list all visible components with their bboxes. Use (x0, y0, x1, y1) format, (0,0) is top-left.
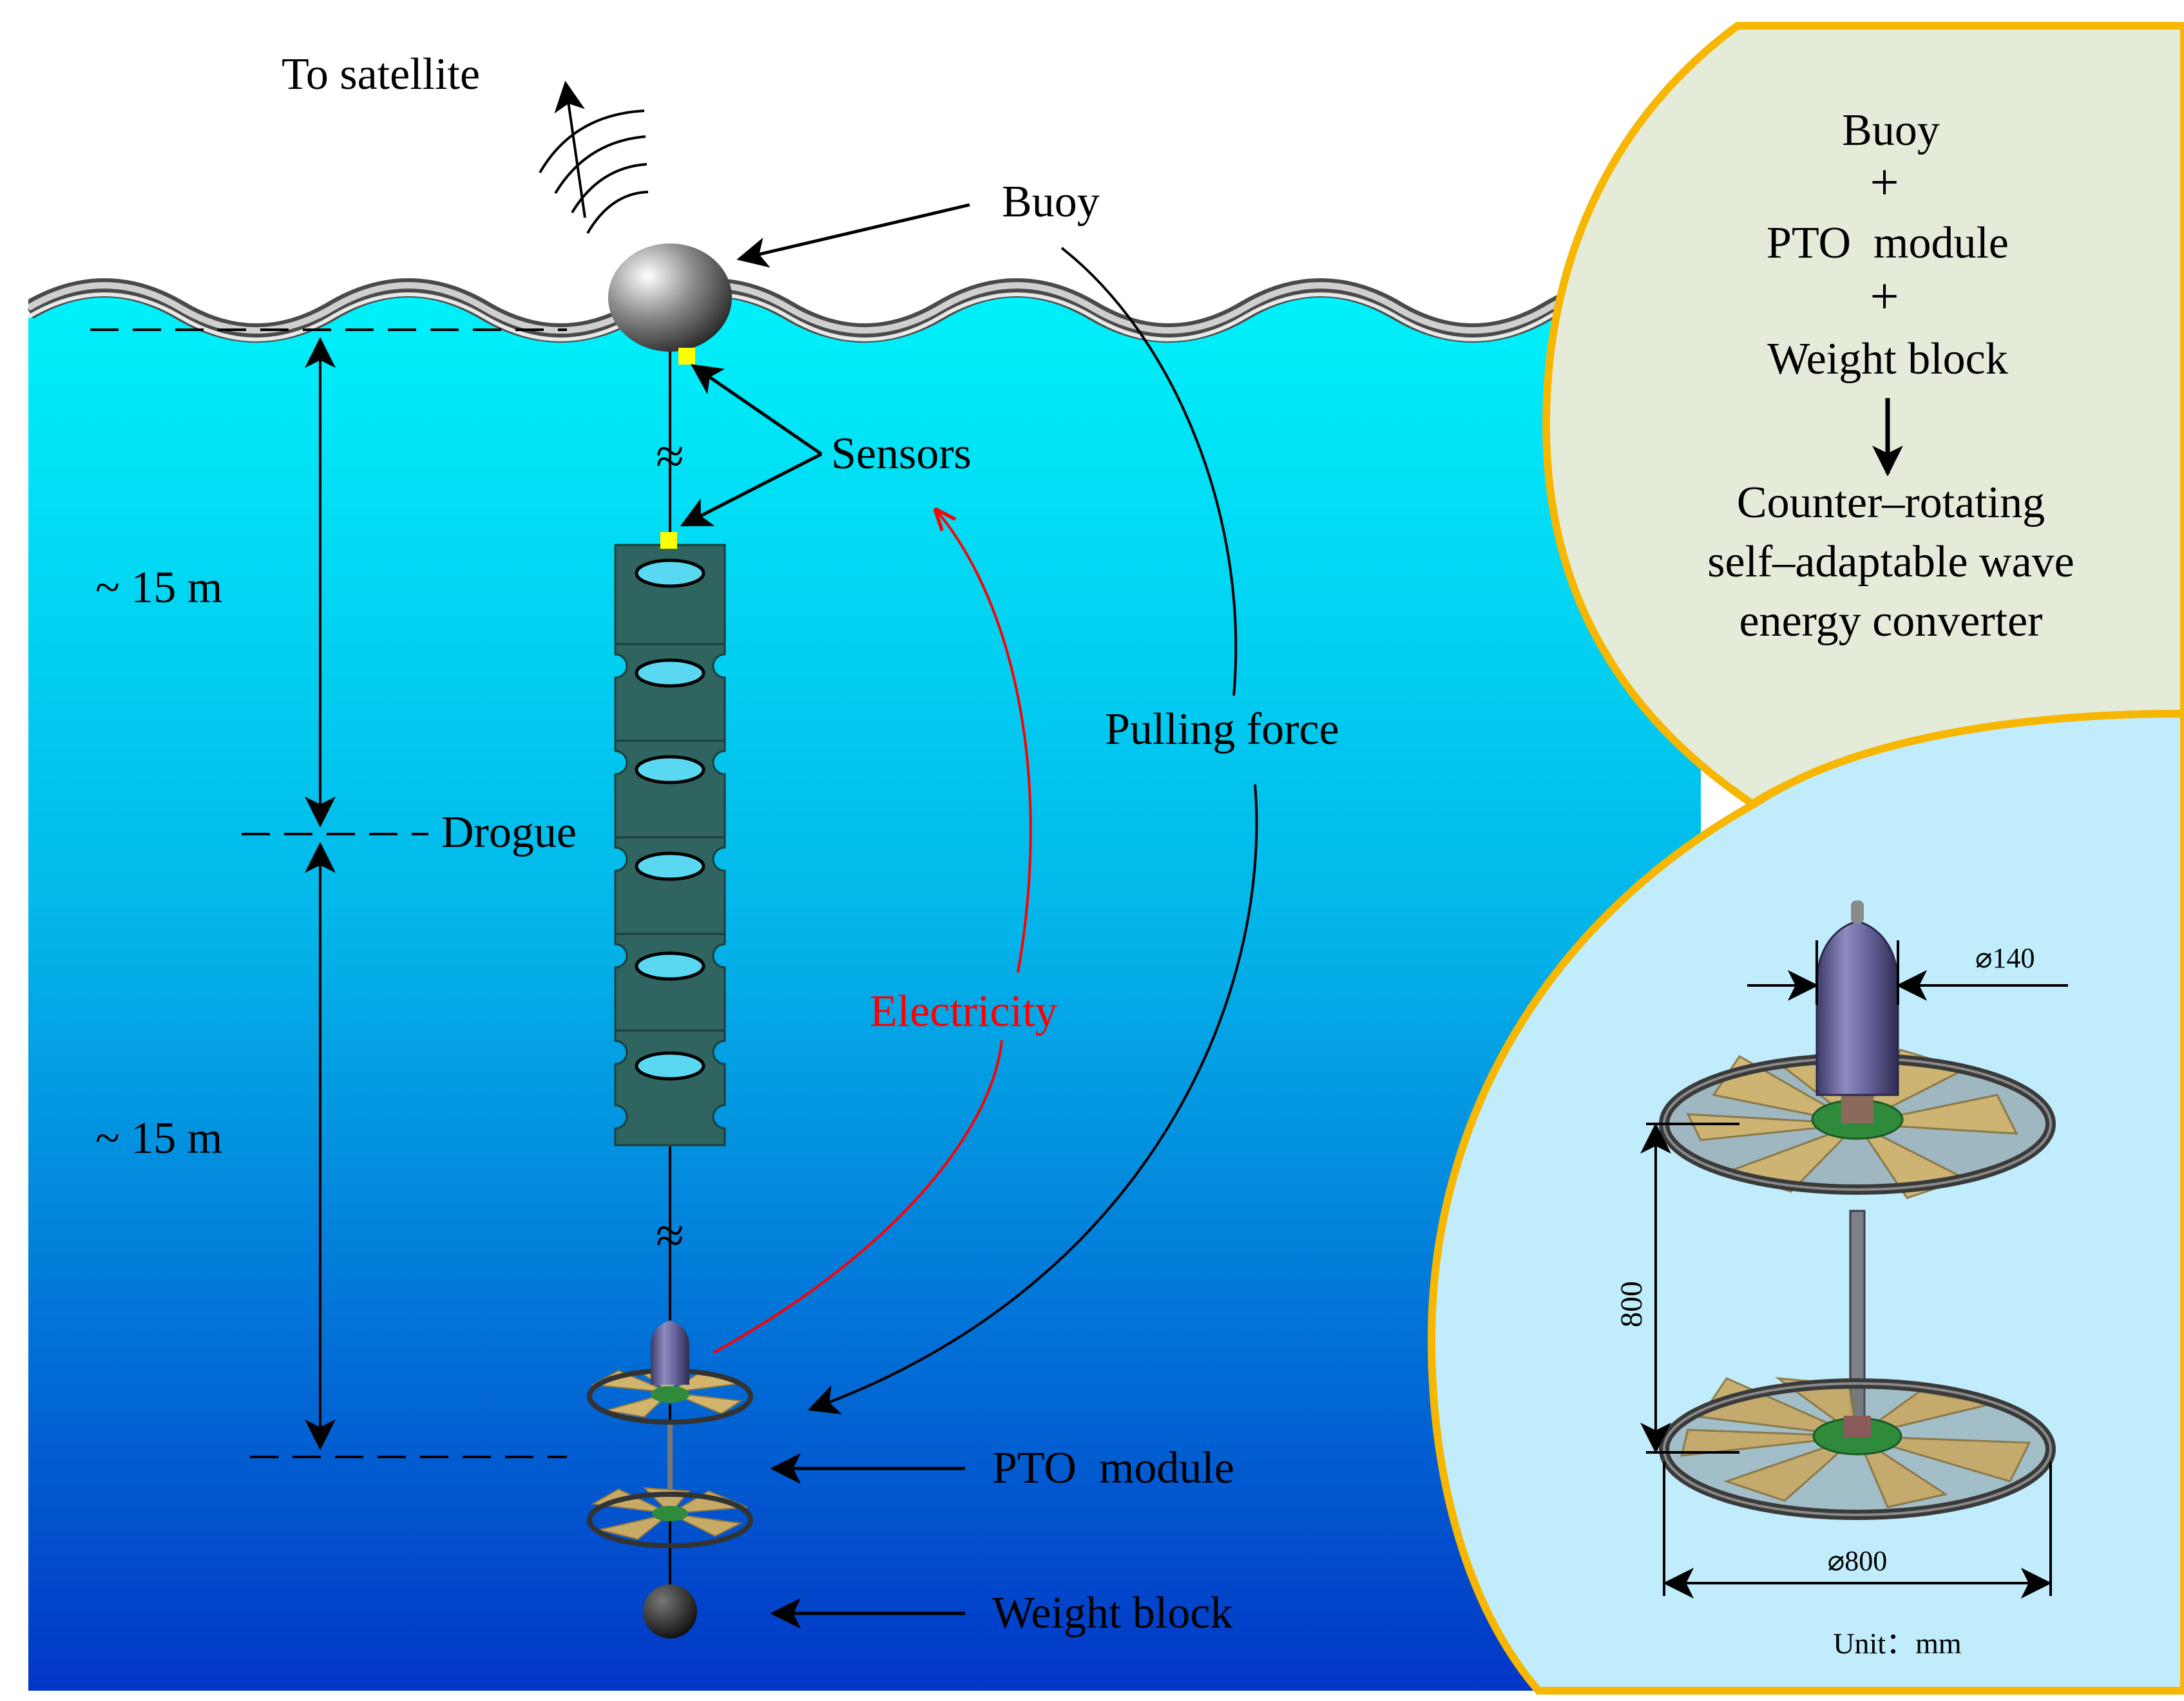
pulling-force-curve-lower (807, 784, 1258, 1414)
dimension-rotor-diameter (1663, 1462, 2052, 1599)
pulling-force-label: Pulling force (1105, 705, 1339, 754)
depth-markers (90, 328, 567, 1458)
dimension-top-diameter (1747, 940, 2068, 1005)
break-mark-lower: ≈ (656, 1208, 684, 1264)
composition-result-line-1: Counter–rotating (1737, 478, 2045, 527)
composition-weight-block: Weight block (1767, 334, 2007, 384)
dimension-top-diameter-label: ⌀140 (1975, 942, 2035, 974)
sensors-label: Sensors (831, 429, 972, 479)
upper-depth-label: ~ 15 m (95, 563, 222, 613)
buoy-label: Buoy (1002, 177, 1100, 227)
electricity-curve-lower (713, 1040, 1003, 1354)
composition-plus-1: + (1870, 155, 1899, 211)
ocean-scene (28, 278, 1706, 1691)
dimension-rotor-diameter-label: ⌀800 (1828, 1545, 1888, 1577)
lower-depth-label: ~ 15 m (95, 1114, 222, 1163)
break-mark-upper: ≈ (656, 428, 684, 485)
pto-module-detail (1659, 900, 2056, 1520)
composition-panel: Buoy + PTO module + Weight block Counter… (1542, 22, 2184, 809)
lower-rotor-detail (1659, 1377, 2056, 1520)
electricity-label: Electricity (870, 987, 1058, 1036)
dimension-height-label: 800 (1614, 1281, 1649, 1327)
pto-module-label: PTO module (992, 1443, 1234, 1493)
weight-block-label: Weight block (992, 1588, 1232, 1638)
dimension-height (1640, 1123, 1739, 1454)
buoy (608, 243, 732, 352)
sensors-arrow-top (691, 364, 823, 456)
mooring-system: ≈ ≈ (587, 243, 753, 1639)
pto-module (587, 1320, 753, 1548)
sensor-drogue (660, 532, 677, 549)
composition-result-line-3: energy converter (1739, 596, 2043, 646)
drogue (614, 544, 726, 1146)
generator-capsule-detail (1815, 920, 1899, 1096)
water-body (28, 293, 1701, 1691)
unit-label: Unit：mm (1833, 1627, 1962, 1660)
composition-plus-2: + (1870, 269, 1899, 325)
sensors-arrow-drogue (680, 452, 823, 527)
drogue-label: Drogue (441, 808, 577, 857)
upper-rotor-detail (1659, 1049, 2056, 1199)
composition-pto-module: PTO module (1767, 218, 2009, 268)
sensor-top (678, 348, 695, 365)
composition-buoy: Buoy (1842, 106, 1940, 155)
electricity-curve-upper (936, 510, 1032, 973)
weight-block (643, 1584, 697, 1639)
drogue-body (614, 544, 726, 1146)
composition-result-line-2: self–adaptable wave (1707, 537, 2074, 587)
capsule-top-cap (1851, 900, 1864, 924)
to-satellite-label: To satellite (282, 50, 480, 99)
buoy-arrow (736, 203, 970, 268)
wave-surface (28, 278, 1706, 343)
detail-panel: ⌀140 800 ⌀800 Unit：mm (1427, 709, 2184, 1695)
satellite-signal-icon (539, 81, 649, 234)
pulling-force-curve-upper (1060, 247, 1238, 696)
